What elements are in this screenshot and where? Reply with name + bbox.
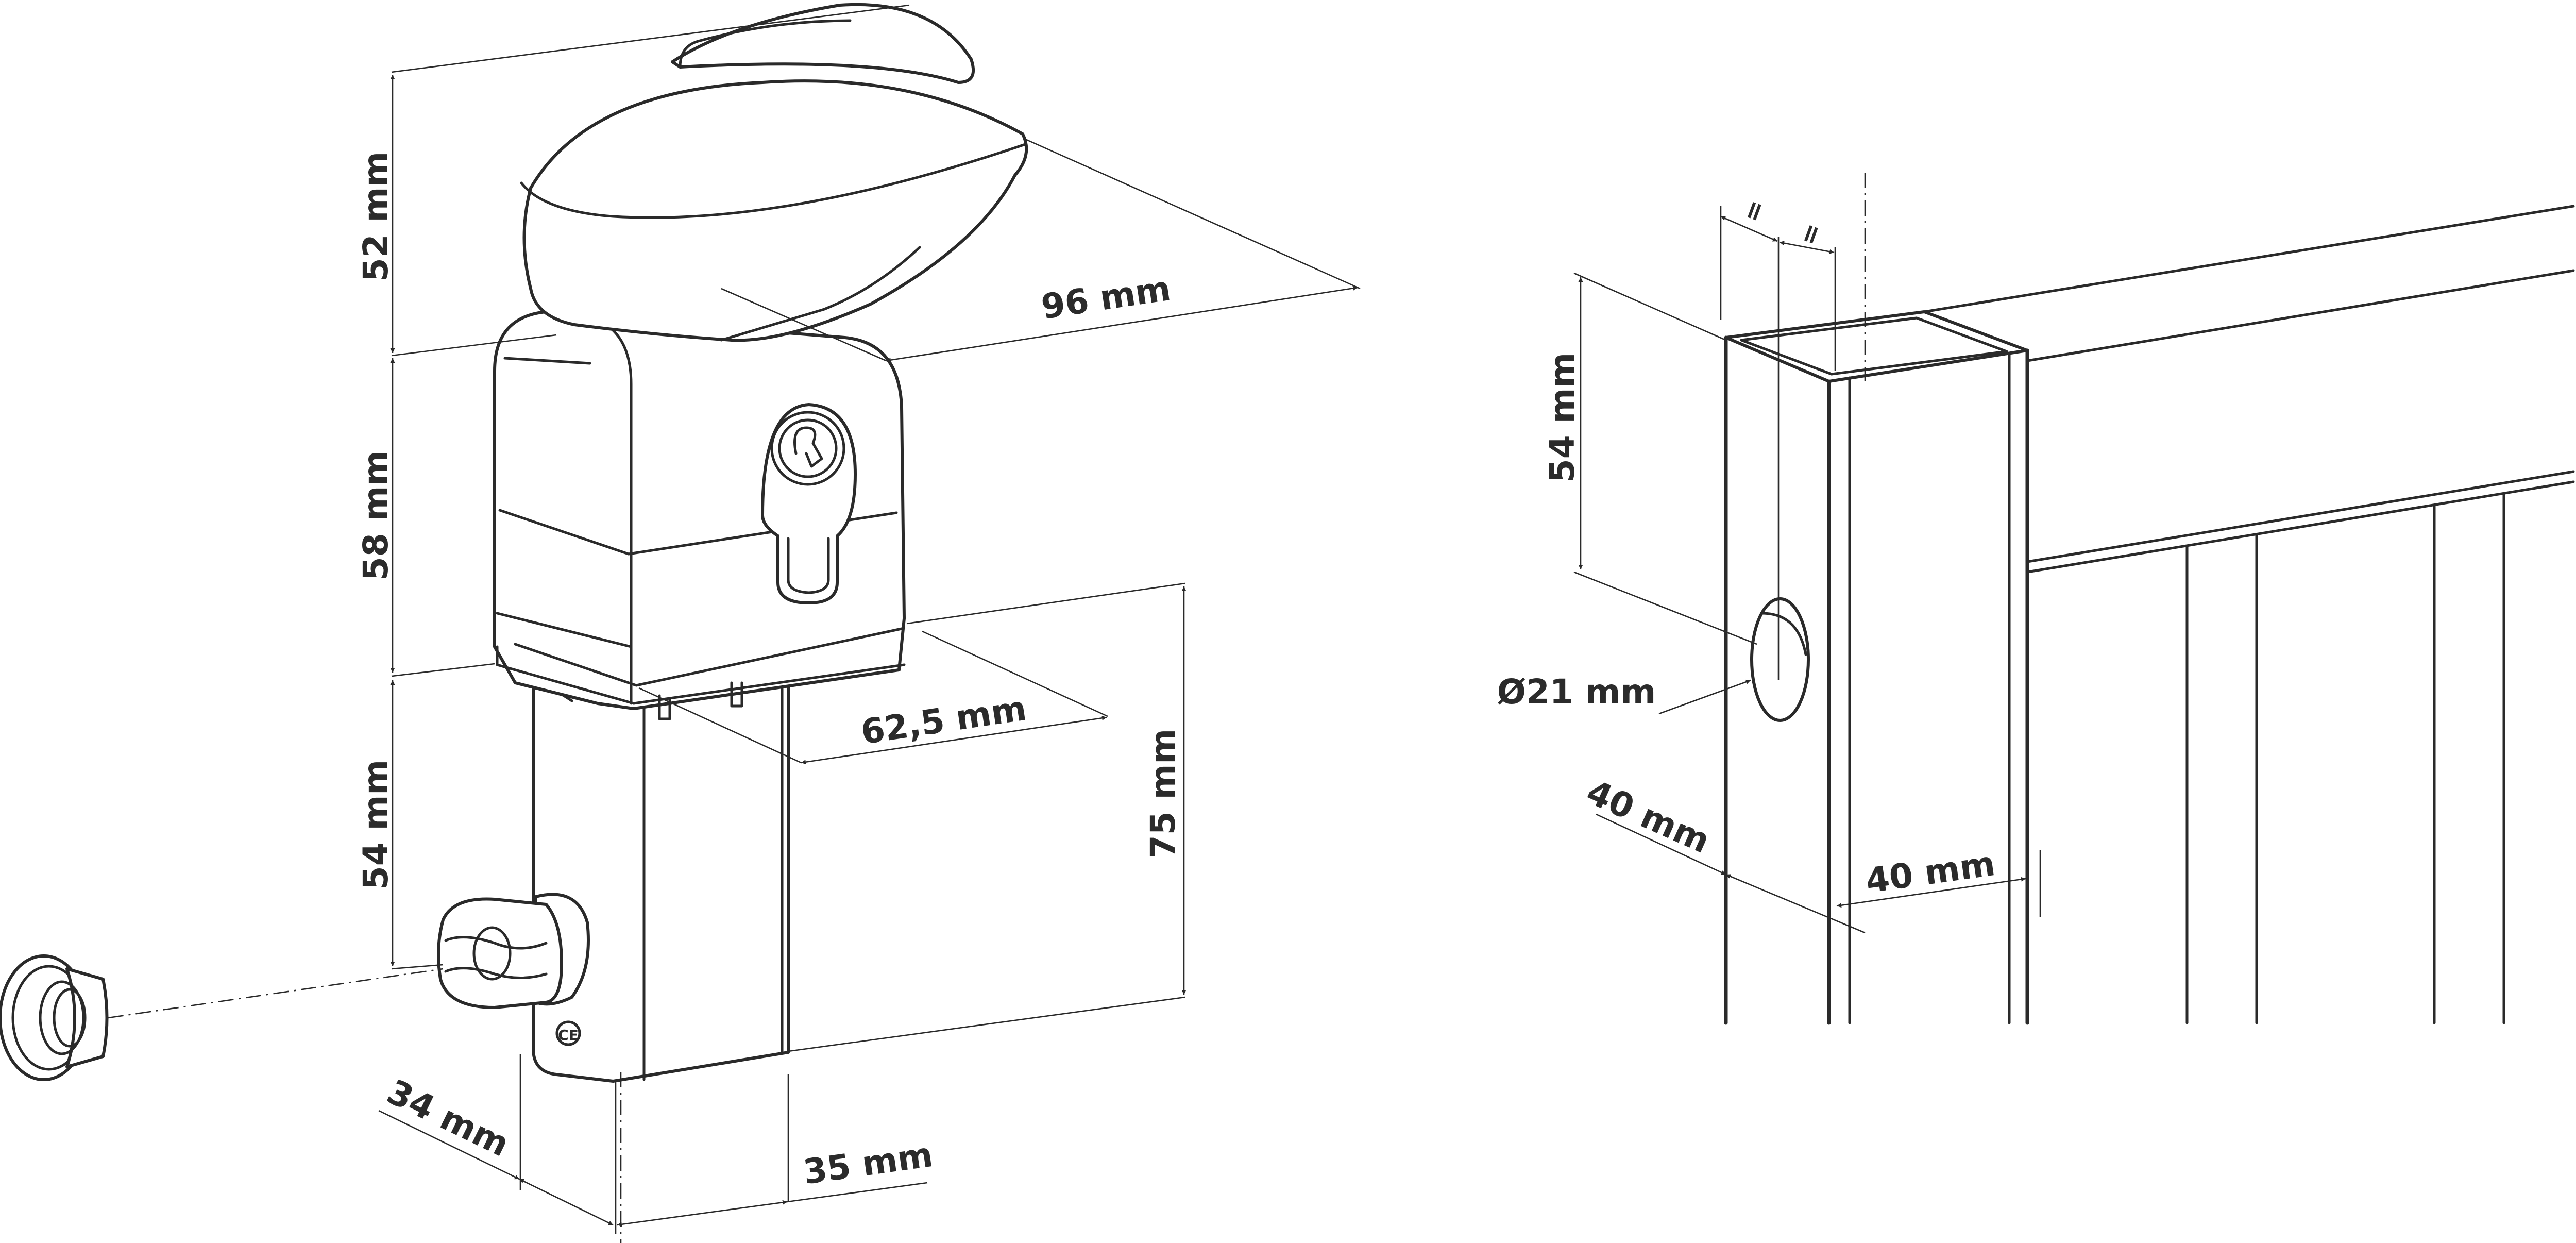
dim-width-34-label: 34 mm <box>381 1072 516 1165</box>
gate-rail <box>1923 205 2575 574</box>
dim-width-35-label: 35 mm <box>801 1135 936 1192</box>
mounting-pins <box>658 681 743 720</box>
knob-cap <box>0 954 109 1081</box>
cylinder-key-icon <box>761 403 857 604</box>
gate-pickets <box>2185 492 2505 1024</box>
dim-depth-62-label: 62,5 mm <box>858 688 1029 752</box>
svg-text:CE: CE <box>558 1027 579 1044</box>
post-hole <box>1750 597 1810 722</box>
dim-body-height-label: 58 mm <box>356 450 396 580</box>
lock-cap <box>520 3 1028 342</box>
equal-mark-left: = <box>1736 196 1772 226</box>
dimension-lines-lock <box>378 4 1361 1243</box>
release-pin <box>437 893 590 1009</box>
equal-mark-right: = <box>1793 219 1828 249</box>
dim-lower-height-label: 54 mm <box>356 760 396 889</box>
lock-assembly: CE <box>0 3 1361 1243</box>
dim-hole-diameter-label: Ø21 mm <box>1497 672 1656 712</box>
ce-mark-icon: CE <box>555 1020 581 1046</box>
dim-post-depth-label: 40 mm <box>1581 772 1716 861</box>
lower-body <box>532 663 790 1083</box>
post-assembly: = = 54 mm Ø21 mm 40 mm 40 mm <box>1497 173 2575 1025</box>
dim-hole-height-label: 54 mm <box>1543 352 1582 482</box>
dimension-lines-post <box>1573 206 2041 934</box>
dim-keeper-height-label: 75 mm <box>1143 729 1183 859</box>
dim-handle-height-label: 52 mm <box>356 152 396 281</box>
dim-depth-96-label: 96 mm <box>1039 268 1173 327</box>
